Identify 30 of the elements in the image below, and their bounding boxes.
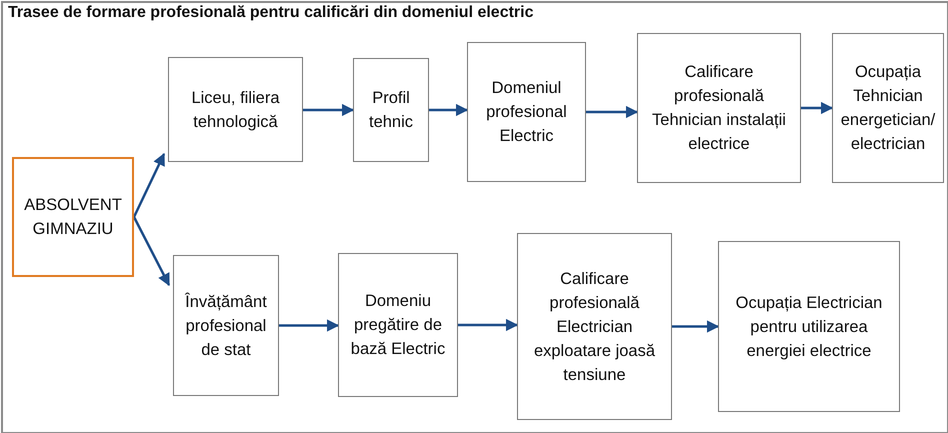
- process-box: [467, 42, 586, 182]
- box-label: Calificare profesională Electrician exploatare joasă tensiune: [532, 268, 656, 386]
- arrow: [279, 319, 340, 332]
- arrow: [586, 106, 638, 118]
- process-box: [718, 241, 900, 412]
- process-box: [832, 33, 944, 183]
- process-box: [168, 57, 303, 162]
- box-label: Domeniul profesional Electric: [485, 78, 568, 147]
- arrow: [672, 320, 720, 333]
- box-label: Liceu, filiera tehnologică: [190, 88, 281, 132]
- box-label: Profil tehnic: [368, 88, 414, 133]
- box-label: Calificare profesională Tehnician instalații electrice: [651, 62, 787, 155]
- box-label: Învățământ profesional de stat: [184, 292, 268, 360]
- box-label: Ocupația Tehnician energetician/ electrician: [840, 62, 936, 155]
- box-label: ABSOLVENT GIMNAZIU: [23, 195, 123, 240]
- process-box: [517, 233, 672, 420]
- box-label: Domeniu pregătire de bază Electric: [350, 291, 446, 360]
- arrow: [458, 318, 518, 332]
- arrow: [801, 102, 834, 114]
- box-label: Ocupația Electrician pentru utilizarea energiei electrice: [734, 292, 884, 362]
- arrow: [303, 104, 354, 116]
- arrow: [429, 104, 468, 116]
- process-box: [173, 255, 279, 396]
- process-box: [353, 58, 429, 162]
- diagram-title: Trasee de formare profesională pentru calificări din domeniul electric: [8, 4, 534, 22]
- process-box: [338, 253, 458, 397]
- arrow: [132, 152, 166, 218]
- start-box: [12, 157, 134, 277]
- arrow: [132, 216, 170, 286]
- process-box: [637, 33, 801, 183]
